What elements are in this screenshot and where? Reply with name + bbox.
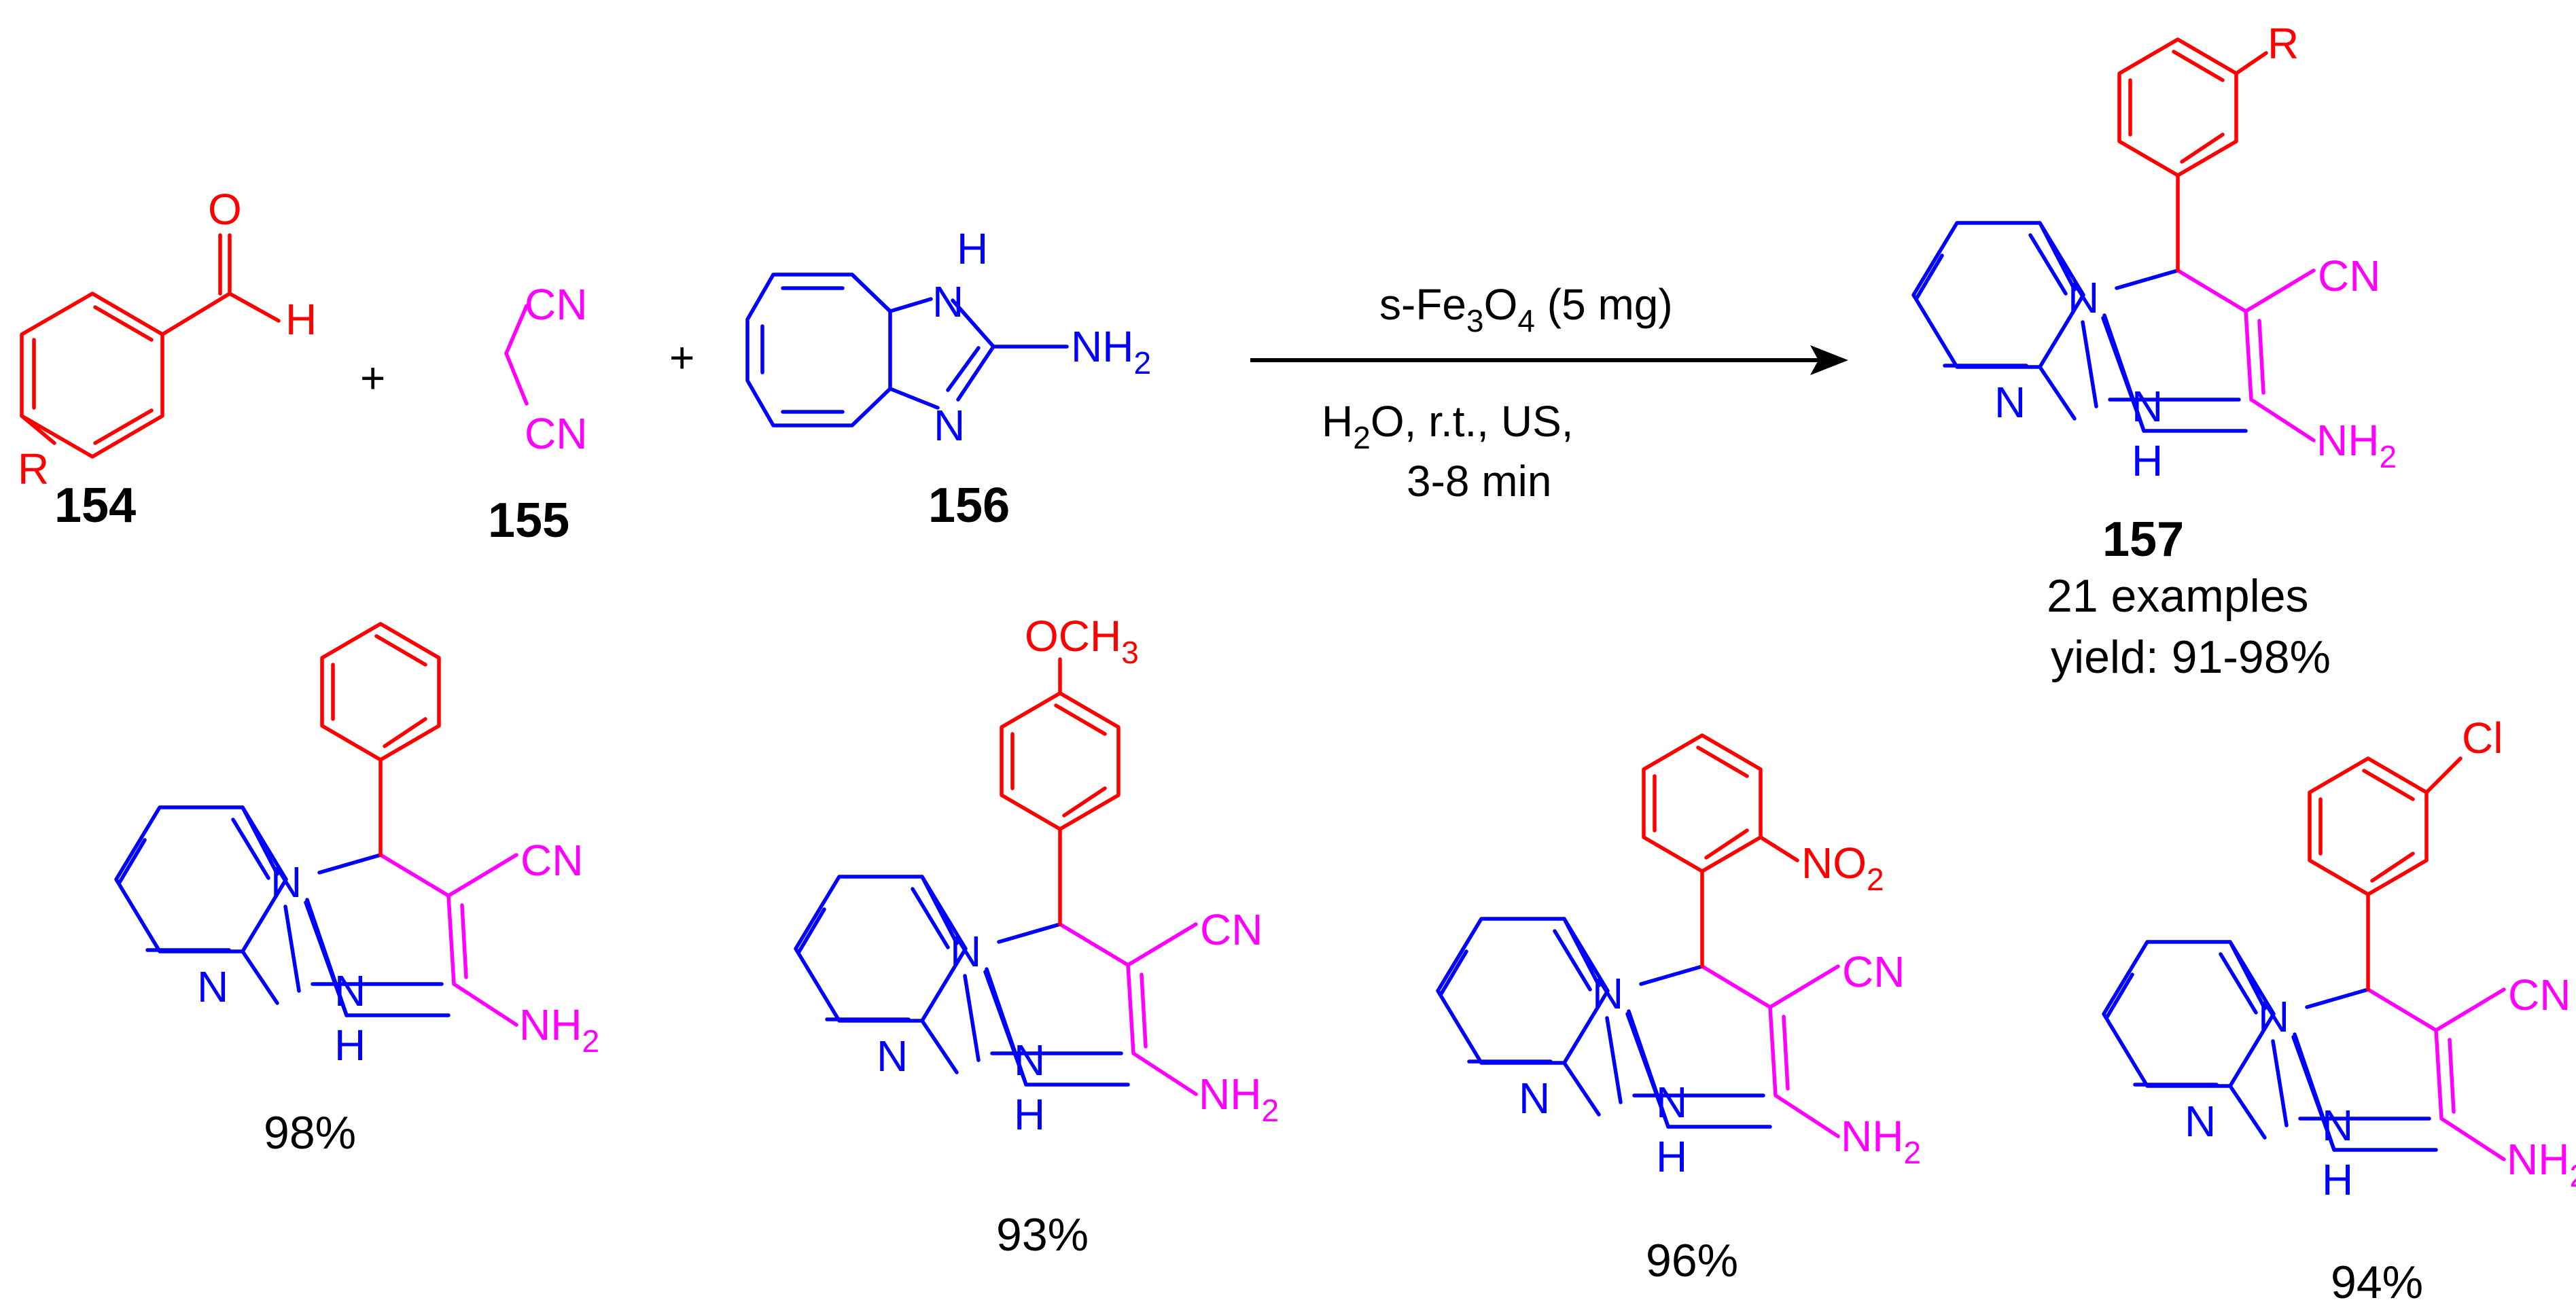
- aminobenzimidazole-n-lower: N: [934, 401, 965, 450]
- example-2-n-label: N: [950, 927, 981, 976]
- example-1-yield: 98%: [264, 1107, 356, 1159]
- product-cn-label: CN: [2318, 251, 2380, 300]
- example-1-cn-label: CN: [521, 836, 583, 885]
- product-157-structure: N N N H CN NH2 R: [1913, 19, 2397, 485]
- example-3-cn-label: CN: [1842, 947, 1905, 996]
- aldehyde-r-label: R: [18, 444, 49, 493]
- product-h-label: H: [2132, 436, 2163, 485]
- example-3-h-label: H: [1656, 1132, 1687, 1181]
- plus-sign-1: +: [360, 353, 385, 402]
- example-4-n-bridge-label: N: [2185, 1097, 2216, 1146]
- example-3-yield: 96%: [1646, 1235, 1738, 1286]
- example-3-n-bridge-label: N: [1519, 1074, 1550, 1123]
- example-4-structure: N N N H CN NH2 Cl: [2104, 714, 2576, 1204]
- compound-157-label: 157: [2102, 512, 2184, 567]
- example-1-n-label: N: [270, 858, 302, 907]
- example-4-yield: 94%: [2331, 1257, 2423, 1308]
- compound-156-label: 156: [928, 478, 1010, 533]
- reactant-malononitrile: CN CN 155: [488, 280, 587, 548]
- example-4-nh-label: N: [2322, 1101, 2353, 1150]
- example-4-n-label: N: [2258, 992, 2289, 1041]
- reactant-aminobenzimidazole: H N N NH2 156: [745, 224, 1151, 533]
- product-nh-label: N: [2132, 382, 2163, 431]
- example-3-substituent: NO2: [1801, 839, 1884, 897]
- example-4-cn-label: CN: [2508, 970, 2571, 1019]
- example-2-cn-label: CN: [1200, 905, 1263, 954]
- aminobenzimidazole-n-upper: N: [932, 277, 964, 326]
- reaction-arrow: [1250, 345, 1848, 375]
- aminobenzimidazole-nh-hydrogen: H: [957, 224, 988, 273]
- aldehyde-oxygen-label: O: [208, 185, 242, 234]
- compound-155-label: 155: [488, 493, 569, 548]
- malononitrile-cn-top: CN: [525, 280, 587, 329]
- product-r-label: R: [2268, 19, 2299, 68]
- example-2-substituent: OCH3: [1025, 612, 1139, 670]
- example-3-nh-label: N: [1656, 1078, 1687, 1127]
- example-2-amino-label: NH2: [1199, 1070, 1279, 1128]
- example-4-amino-label: NH2: [2507, 1135, 2576, 1193]
- aldehyde-hydrogen-label: H: [285, 295, 317, 344]
- malononitrile-cn-bottom: CN: [525, 409, 587, 458]
- example-1-h-label: H: [334, 1021, 366, 1070]
- example-3-n-label: N: [1592, 969, 1623, 1018]
- example-1-nh-label: N: [334, 966, 366, 1015]
- example-2-structure: N N N H CN NH2 OCH3: [796, 612, 1279, 1139]
- example-3-structure: N N N H CN NH2 NO2: [1438, 735, 1921, 1181]
- examples-count: 21 examples: [2047, 570, 2309, 622]
- aminobenzimidazole-amino-label: NH2: [1071, 322, 1151, 381]
- compound-154-label: 154: [54, 478, 136, 533]
- product-n-bridge-label: N: [1994, 378, 2026, 427]
- yield-range: yield: 91-98%: [2051, 631, 2331, 683]
- example-3-amino-label: NH2: [1841, 1112, 1921, 1170]
- example-2-yield: 93%: [996, 1209, 1089, 1261]
- example-2-nh-label: N: [1014, 1036, 1045, 1085]
- example-1-amino-label: NH2: [519, 1000, 599, 1059]
- solvent-label: H2O, r.t., US,: [1322, 397, 1574, 455]
- catalyst-label: s-Fe3O4 (5 mg): [1379, 280, 1673, 338]
- product-amino-label: NH2: [2316, 416, 2397, 474]
- reactant-aldehyde: O H R 154: [18, 185, 317, 533]
- time-label: 3-8 min: [1407, 457, 1551, 506]
- product-n-label: N: [2068, 273, 2099, 322]
- example-1-structure: N N N H CN NH2: [116, 624, 599, 1070]
- example-2-n-bridge-label: N: [877, 1032, 908, 1081]
- example-2-h-label: H: [1014, 1090, 1045, 1139]
- example-4-substituent: Cl: [2462, 714, 2503, 762]
- example-1-n-bridge-label: N: [197, 962, 228, 1011]
- example-4-h-label: H: [2322, 1155, 2353, 1204]
- plus-sign-2: +: [669, 333, 694, 382]
